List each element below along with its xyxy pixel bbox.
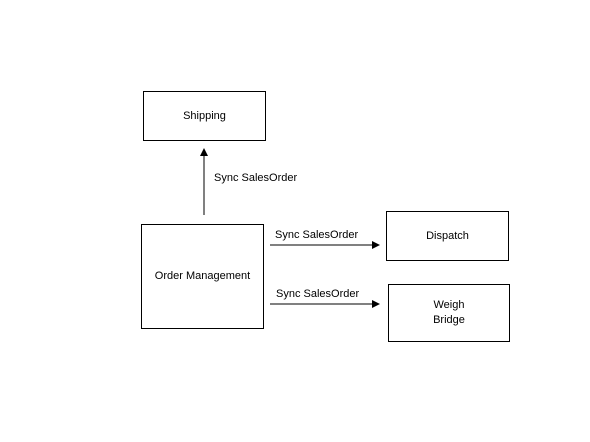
shipping-label: Shipping bbox=[183, 109, 226, 122]
order-management-label: Order Management bbox=[154, 270, 251, 282]
edge-label-to-weigh-bridge: Sync SalesOrder bbox=[276, 288, 360, 300]
edge-label-to-shipping: Sync SalesOrder bbox=[214, 172, 298, 184]
dispatch-node: Dispatch bbox=[386, 211, 509, 261]
order-management-node: Order Management bbox=[141, 224, 264, 329]
dispatch-label: Dispatch bbox=[426, 229, 469, 242]
edge-label-to-dispatch: Sync SalesOrder bbox=[275, 229, 359, 241]
shipping-node: Shipping bbox=[143, 91, 266, 141]
weigh-bridge-node: Weigh Bridge bbox=[388, 284, 510, 342]
weigh-bridge-label: Weigh Bridge bbox=[433, 299, 465, 326]
